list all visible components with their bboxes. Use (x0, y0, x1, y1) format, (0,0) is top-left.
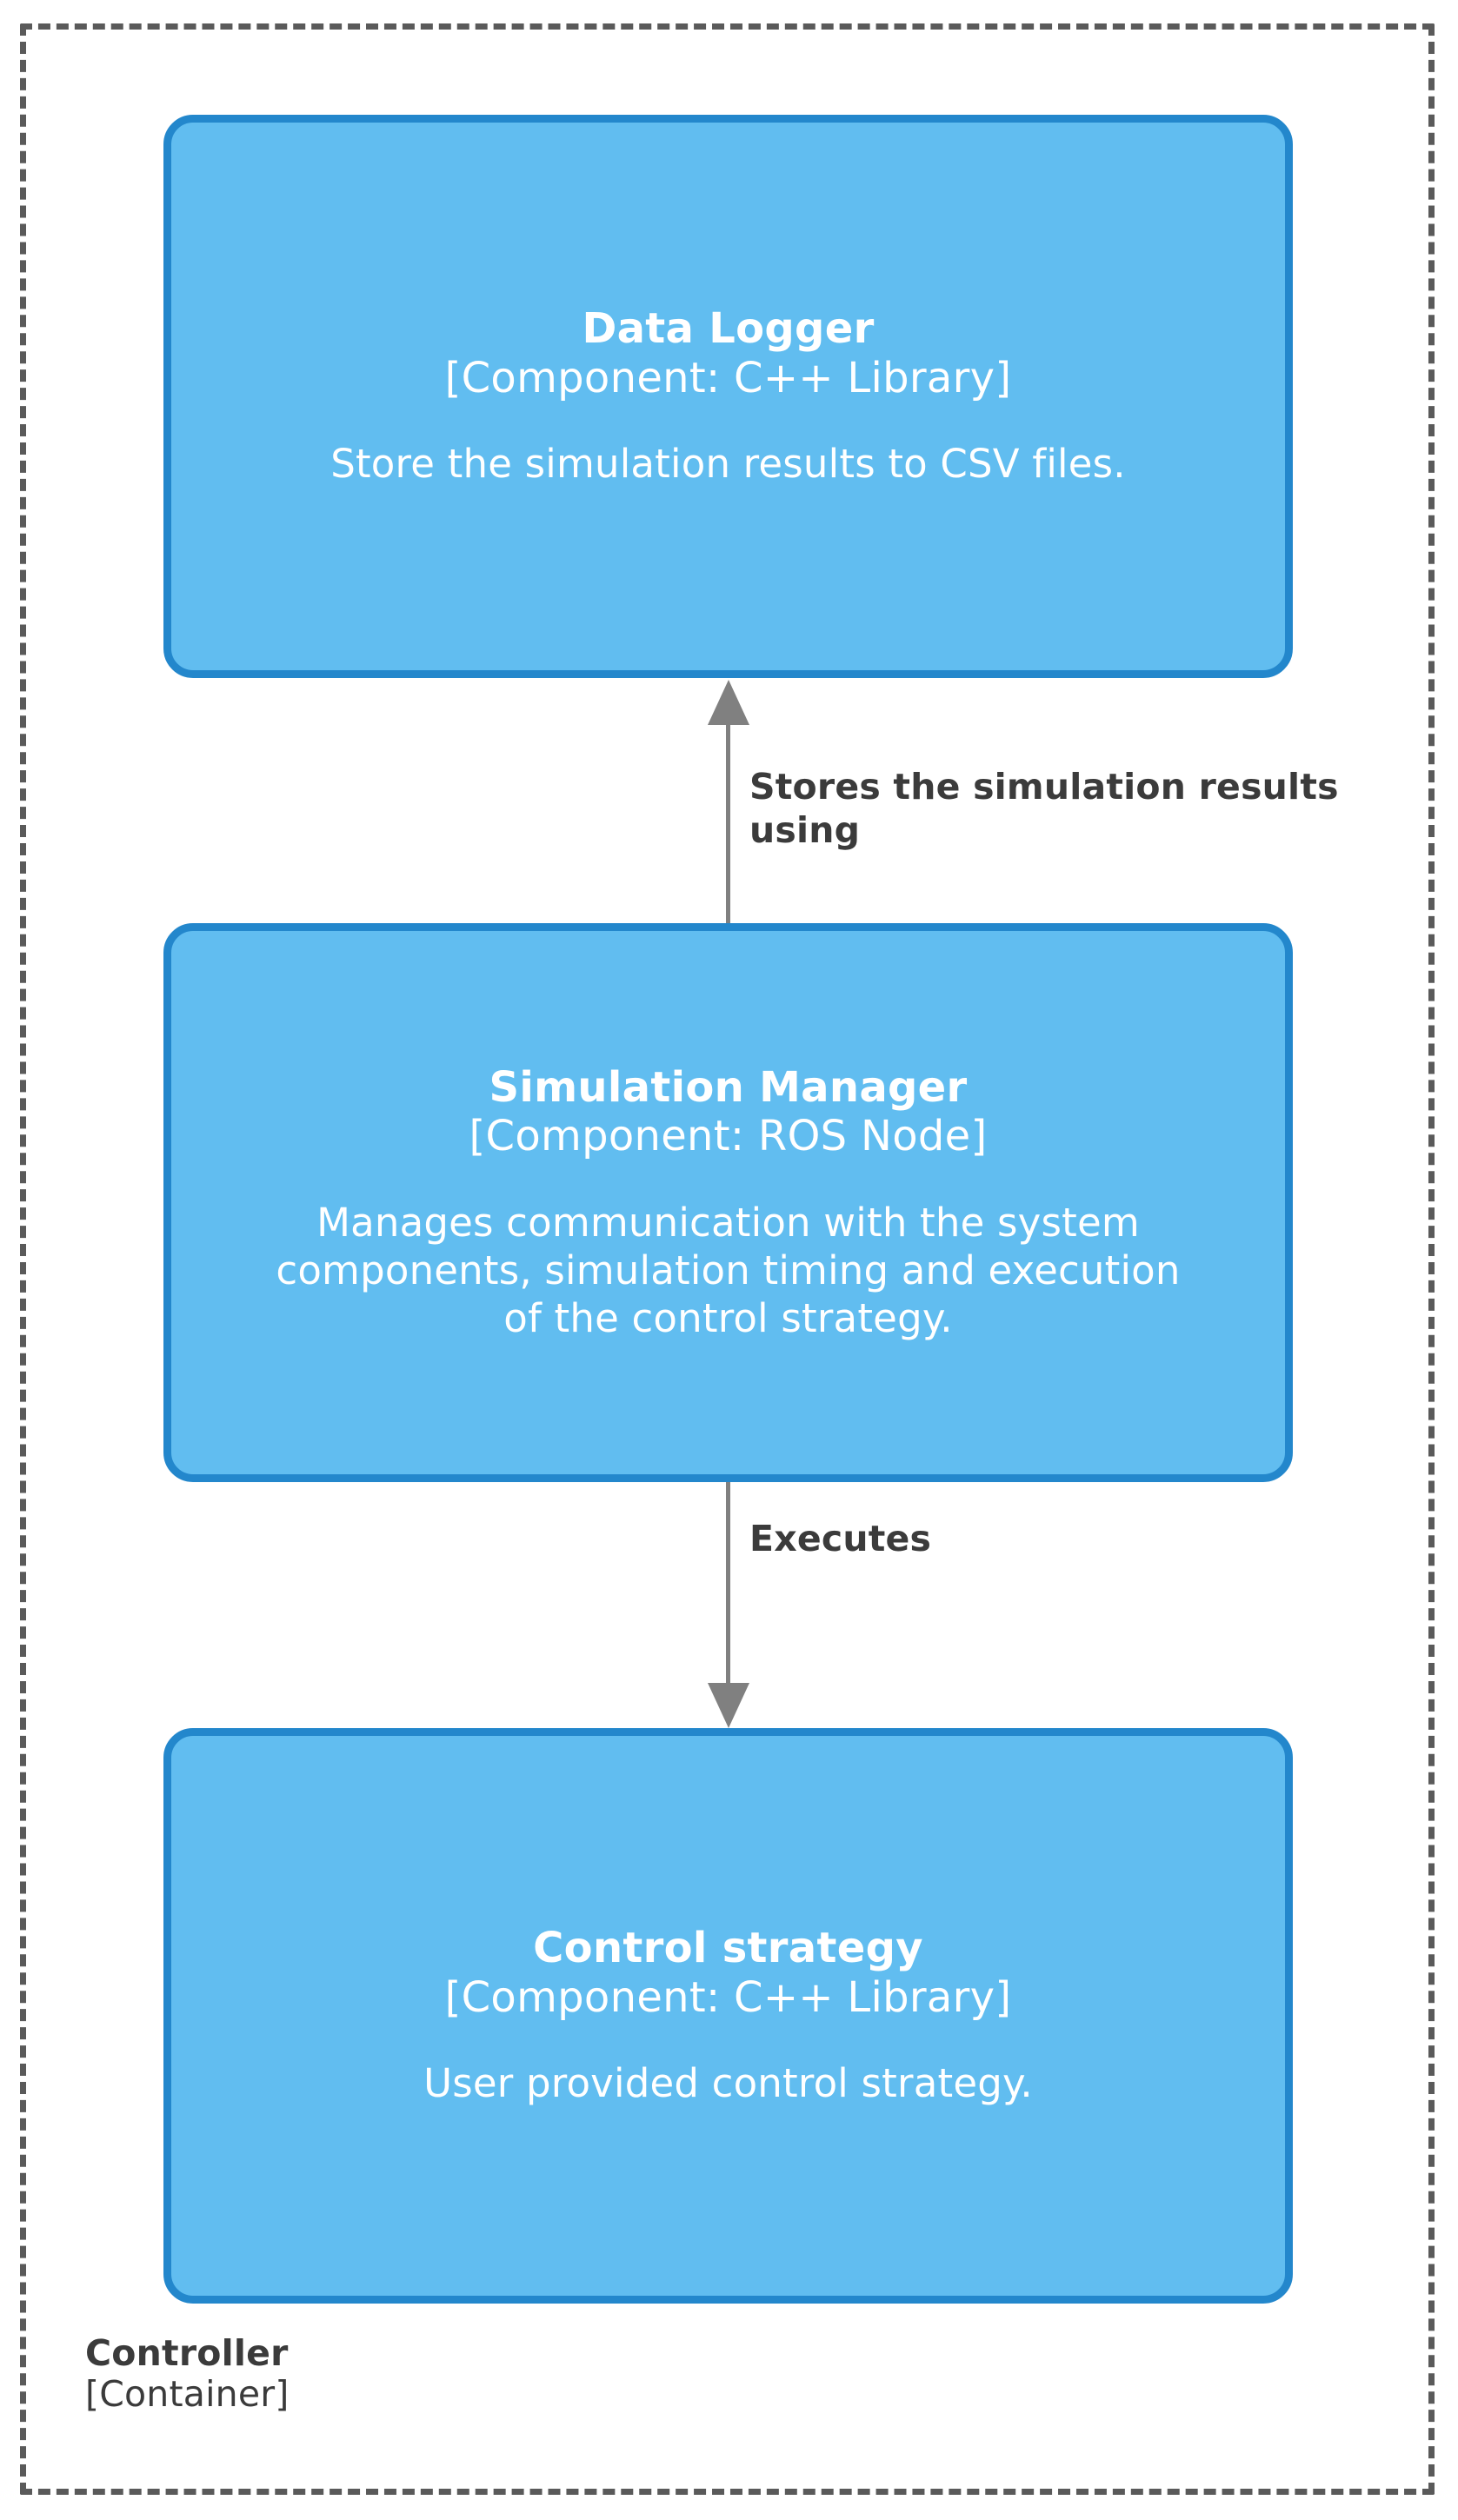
arrowhead-up-icon-stores (708, 680, 749, 725)
component-title-simulation-manager: Simulation Manager (489, 1062, 968, 1112)
component-technology-data-logger: [Component: C++ Library] (444, 353, 1012, 402)
component-technology-control-strategy: [Component: C++ Library] (444, 1972, 1012, 2022)
arrowhead-down-icon-executes (708, 1683, 749, 1728)
component-description-simulation-manager: Manages communication with the system co… (276, 1199, 1181, 1341)
component-box-simulation-manager[interactable]: Simulation Manager [Component: ROS Node]… (163, 923, 1293, 1482)
component-box-data-logger[interactable]: Data Logger [Component: C++ Library] Sto… (163, 115, 1293, 678)
component-technology-simulation-manager: [Component: ROS Node] (469, 1112, 988, 1161)
container-boundary-label: Controller [Container] (85, 2333, 694, 2414)
component-title-control-strategy: Control strategy (533, 1923, 923, 1972)
component-title-data-logger: Data Logger (582, 303, 875, 353)
container-boundary-controller (20, 23, 1435, 2495)
component-box-control-strategy[interactable]: Control strategy [Component: C++ Library… (163, 1728, 1293, 2304)
component-description-data-logger: Store the simulation results to CSV file… (330, 441, 1126, 488)
relationship-label-stores: Stores the simulation results using (749, 766, 1339, 852)
relationship-line-executes (726, 1482, 730, 1683)
container-boundary-type: [Container] (85, 2372, 290, 2415)
relationship-label-executes: Executes (749, 1518, 932, 1559)
container-boundary-name: Controller (85, 2332, 289, 2374)
component-description-control-strategy: User provided control strategy. (423, 2060, 1033, 2107)
relationship-line-stores (726, 725, 730, 923)
